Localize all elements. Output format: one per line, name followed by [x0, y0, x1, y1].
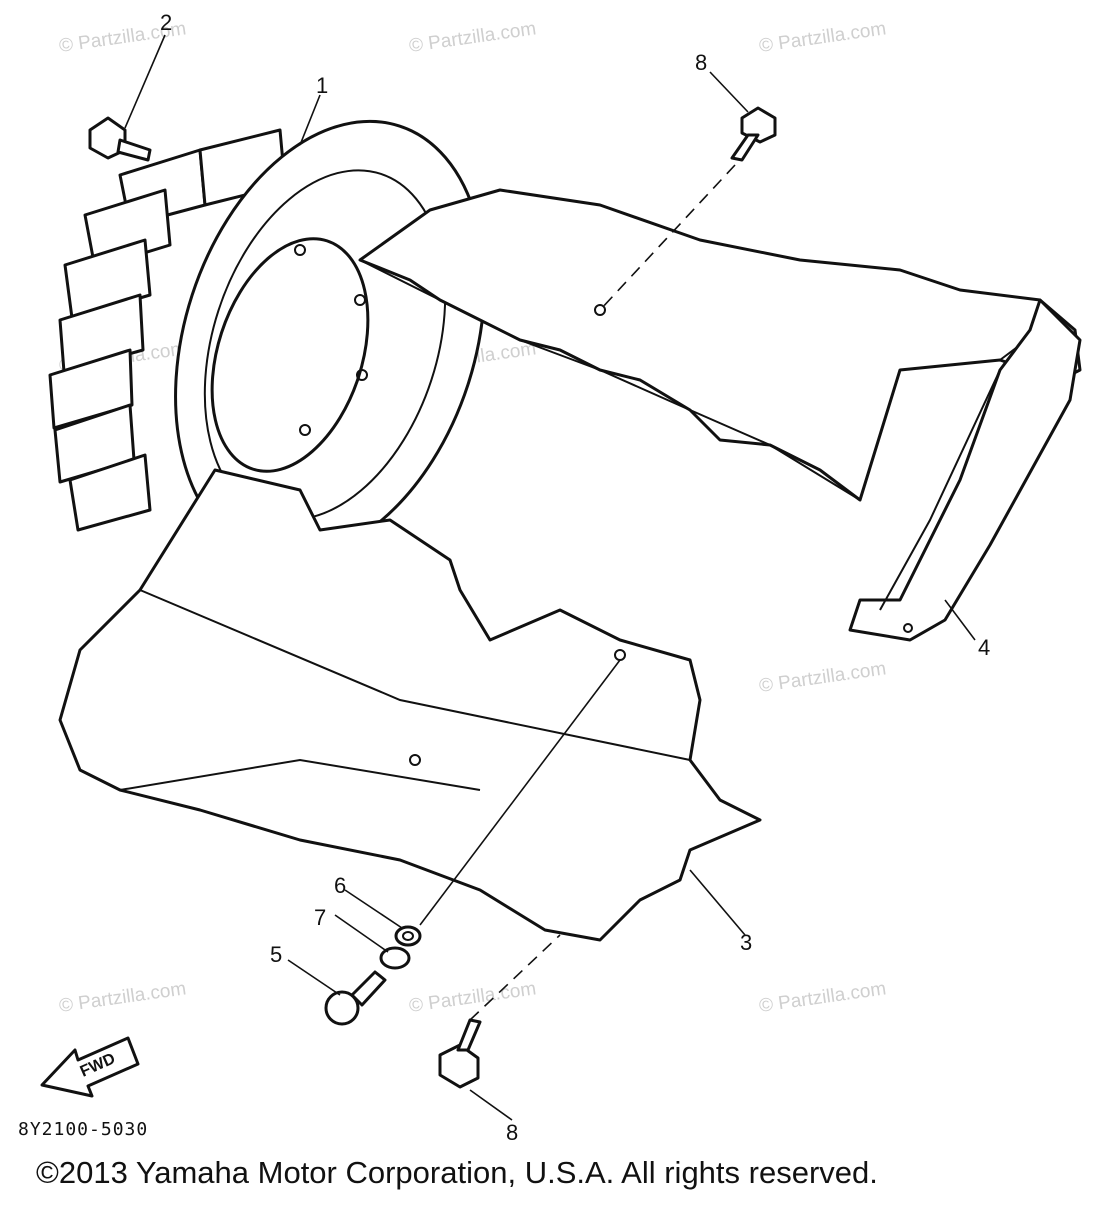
part-bracket: [848, 298, 1082, 642]
part-upper-cover: [358, 188, 1082, 502]
callout-label: 5: [270, 942, 282, 967]
callout-label: 2: [160, 10, 172, 35]
watermark: © Partzilla.com: [58, 978, 188, 1017]
callout-label: 7: [314, 905, 326, 930]
watermark: © Partzilla.com: [758, 18, 888, 57]
copyright-text: ©2013 Yamaha Motor Corporation, U.S.A. A…: [36, 1155, 878, 1190]
bolt-2: [88, 116, 152, 162]
watermark: © Partzilla.com: [758, 658, 888, 697]
fwd-arrow: FWD: [40, 1036, 140, 1098]
part-lower-cover: [58, 468, 762, 942]
leader-lines: [124, 34, 976, 1121]
callouts: 2 1 8 4 3 6 7 5 8: [160, 10, 990, 1145]
bolt-8-bottom: [438, 1018, 482, 1089]
washer-6: [394, 925, 422, 947]
watermark: © Partzilla.com: [408, 978, 538, 1017]
bolt-5: [324, 970, 387, 1026]
callout-label: 6: [334, 873, 346, 898]
callout-label: 1: [316, 73, 328, 98]
callout-label: 4: [978, 635, 990, 660]
callout-label: 8: [506, 1120, 518, 1145]
washer-7: [379, 946, 411, 970]
part-fan: [48, 119, 486, 561]
watermark: © Partzilla.com: [408, 18, 538, 57]
diagram-code: 8Y2100-5030: [18, 1119, 148, 1140]
callout-label: 8: [695, 50, 707, 75]
bolt-8-top: [730, 106, 777, 162]
watermark: © Partzilla.com: [758, 978, 888, 1017]
callout-label: 3: [740, 930, 752, 955]
